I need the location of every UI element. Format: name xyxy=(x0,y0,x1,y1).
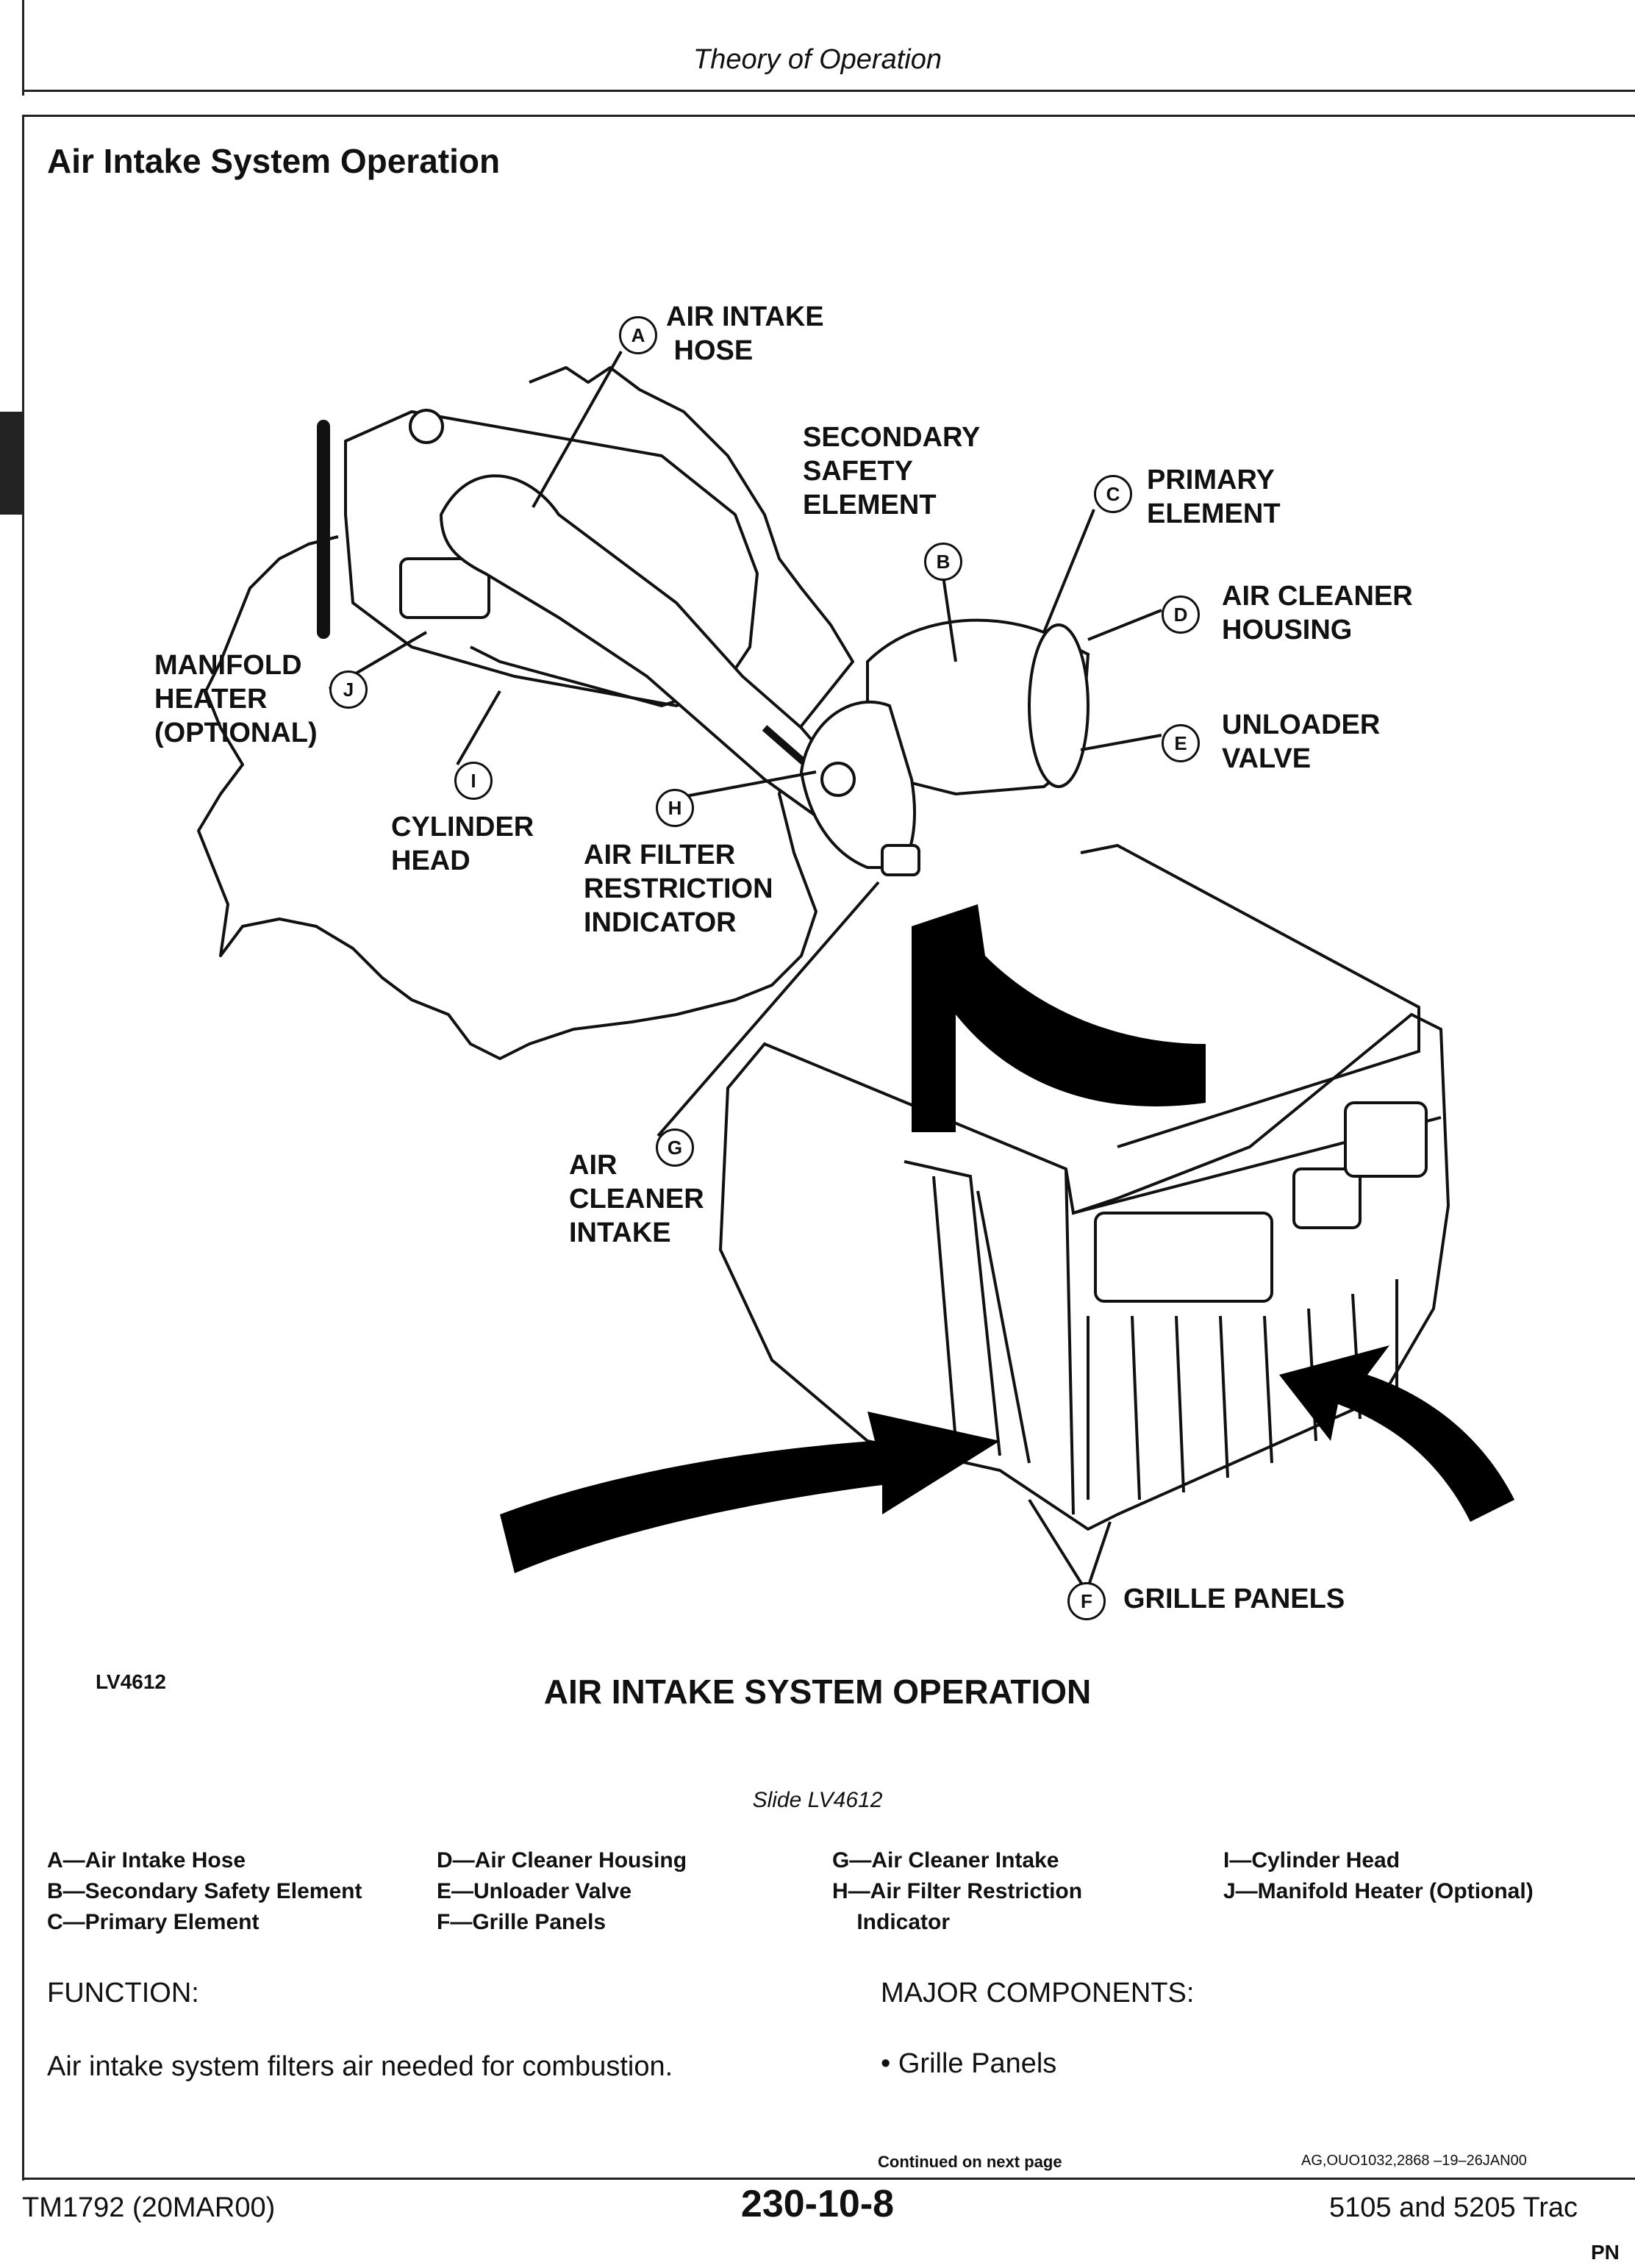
legend-item: A—Air Intake Hose xyxy=(47,1848,246,1872)
components-list-item: • Grille Panels xyxy=(881,2048,1056,2080)
callout-circle-b: B xyxy=(924,543,962,581)
callout-label-a: AIR INTAKE HOSE xyxy=(666,301,824,366)
page-number: 230-10-8 xyxy=(740,2183,895,2225)
legend-item: D—Air Cleaner Housing xyxy=(437,1848,687,1872)
grille-shell-shape xyxy=(718,843,1450,1531)
callout-circle-j: J xyxy=(329,670,368,709)
figure-id: LV4612 xyxy=(96,1670,166,1693)
airflow-arrows xyxy=(500,904,1514,1573)
legend-item: J—Manifold Heater (Optional) xyxy=(1223,1879,1534,1903)
legend-item: H—Air Filter Restriction xyxy=(832,1879,1083,1903)
legend-item: G—Air Cleaner Intake xyxy=(832,1848,1059,1872)
manual-id: TM1792 (20MAR00) xyxy=(22,2192,276,2223)
callout-label-i: CYLINDER HEAD xyxy=(391,812,534,876)
running-header: Theory of Operation xyxy=(693,44,942,75)
component-label: Grille Panels xyxy=(898,2048,1057,2079)
figure-caption: AIR INTAKE SYSTEM OPERATION xyxy=(543,1673,1092,1711)
airflow-arrow-up xyxy=(912,904,1206,1132)
callout-label-f: GRILLE PANELS xyxy=(1123,1584,1345,1614)
components-heading: MAJOR COMPONENTS: xyxy=(881,1978,1195,2008)
callout-label-b: SECONDARY SAFETY ELEMENT xyxy=(803,422,981,521)
footer-rule xyxy=(22,2178,1635,2180)
slide-reference: Slide LV4612 xyxy=(752,1788,883,1812)
legend-column-3: G—Air Cleaner Intake H—Air Filter Restri… xyxy=(832,1845,1082,1938)
callout-label-e: UNLOADER VALVE xyxy=(1222,709,1381,774)
callout-circle-g: G xyxy=(656,1128,694,1167)
legend-item: Indicator xyxy=(832,1910,951,1934)
legend-item: C—Primary Element xyxy=(47,1910,260,1934)
header-left-rule xyxy=(22,0,24,96)
continued-note: Continued on next page xyxy=(878,2153,1062,2171)
model-title: 5105 and 5205 Trac xyxy=(1329,2192,1578,2223)
legend-column-2: D—Air Cleaner Housing E—Unloader Valve F… xyxy=(437,1845,687,1938)
document-code: AG,OUO1032,2868 –19–26JAN00 xyxy=(1301,2153,1527,2169)
corner-mark: PN xyxy=(1591,2241,1620,2264)
function-text: Air intake system filters air needed for… xyxy=(47,2051,673,2082)
callout-circle-i: I xyxy=(454,762,493,800)
callout-label-j: MANIFOLD HEATER (OPTIONAL) xyxy=(154,650,318,748)
air-intake-illustration xyxy=(197,351,1514,1593)
air-cleaner-housing-shape xyxy=(799,618,1090,876)
content-top-rule xyxy=(22,115,1635,117)
engine-outline xyxy=(197,366,854,1060)
legend-column-1: A—Air Intake Hose B—Secondary Safety Ele… xyxy=(47,1845,362,1938)
airflow-arrow-right xyxy=(1279,1345,1514,1522)
callout-label-g: AIR CLEANER INTAKE xyxy=(569,1150,704,1248)
bullet-icon: • xyxy=(881,2048,898,2079)
section-title: Air Intake System Operation xyxy=(47,142,501,180)
function-heading: FUNCTION: xyxy=(47,1978,199,2008)
callout-circle-h: H xyxy=(656,789,694,827)
callout-circle-c: C xyxy=(1094,475,1132,513)
legend-item: B—Secondary Safety Element xyxy=(47,1879,362,1903)
callout-label-c: PRIMARY ELEMENT xyxy=(1147,465,1281,529)
section-tab-marker xyxy=(0,412,22,515)
callout-label-h: AIR FILTER RESTRICTION INDICATOR xyxy=(584,840,773,938)
legend-column-4: I—Cylinder Head J—Manifold Heater (Optio… xyxy=(1223,1845,1534,1907)
callout-circle-f: F xyxy=(1067,1582,1106,1620)
callout-label-d: AIR CLEANER HOUSING xyxy=(1222,581,1413,645)
callout-circle-e: E xyxy=(1162,724,1200,762)
header-rule xyxy=(22,90,1635,92)
airflow-arrow-left xyxy=(500,1412,1000,1573)
legend-item: F—Grille Panels xyxy=(437,1910,607,1934)
callout-circle-a: A xyxy=(619,316,657,354)
callout-circle-d: D xyxy=(1162,595,1200,634)
legend-item: I—Cylinder Head xyxy=(1223,1848,1400,1872)
content-left-rule xyxy=(22,115,24,2181)
legend-item: E—Unloader Valve xyxy=(437,1879,632,1903)
leader-lines xyxy=(328,351,1162,1593)
